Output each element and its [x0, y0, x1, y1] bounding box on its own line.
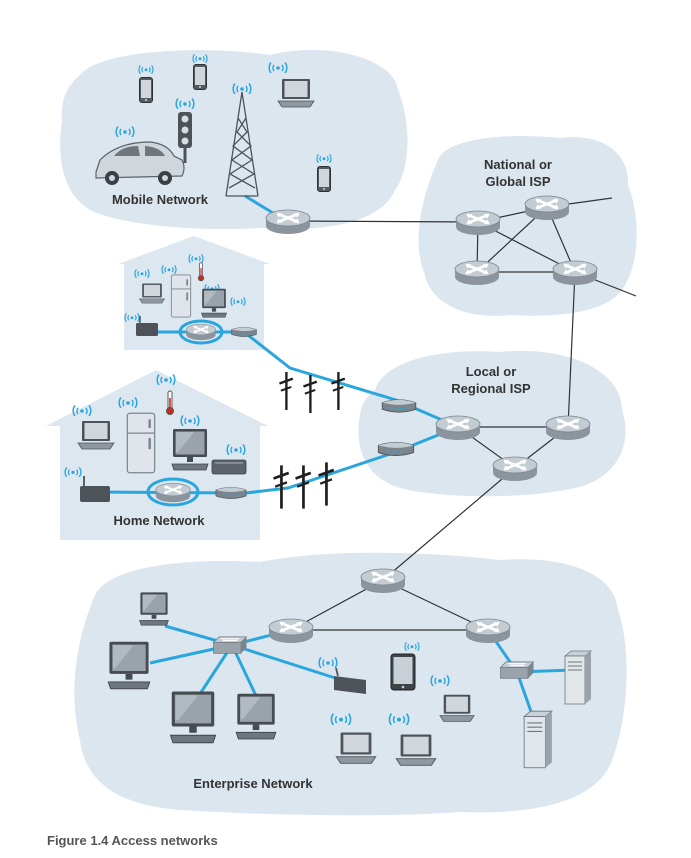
modem-icon — [231, 327, 257, 337]
utility-pole-icon — [331, 372, 346, 410]
router-icon — [267, 617, 315, 644]
phone-icon — [139, 77, 153, 103]
modem-icon — [80, 476, 110, 502]
home-router-highlight — [146, 477, 200, 507]
access-networks-diagram: Mobile Network National or Global ISP Lo… — [46, 49, 637, 816]
router-icon — [434, 414, 482, 441]
home-router-highlight — [178, 319, 224, 345]
regional-isp-label-line1: Local or — [466, 364, 517, 379]
router-icon — [464, 617, 512, 644]
router-icon — [523, 194, 571, 221]
monitor-icon — [201, 288, 227, 318]
refrigerator-icon — [170, 274, 192, 318]
car-icon — [95, 141, 185, 185]
home-network-label: Home Network — [113, 513, 205, 528]
modem-icon — [377, 441, 415, 457]
national-isp-label-line1: National or — [484, 157, 552, 172]
refrigerator-icon — [126, 412, 156, 474]
laptop-icon — [439, 694, 475, 722]
modem-icon — [211, 459, 247, 475]
router-icon — [544, 414, 592, 441]
router-icon — [154, 482, 192, 503]
utility-pole-icon — [295, 465, 312, 509]
mobile-network-label: Mobile Network — [112, 192, 209, 207]
router-icon — [359, 567, 407, 594]
switch-icon — [499, 661, 535, 679]
laptop-icon — [335, 732, 377, 764]
utility-pole-icon — [303, 375, 318, 413]
server-icon — [564, 650, 592, 705]
utility-pole-icon — [279, 372, 294, 410]
enterprise-network-label: Enterprise Network — [193, 776, 313, 791]
modem-icon — [136, 316, 158, 336]
router-icon — [454, 209, 502, 236]
router-icon — [491, 455, 539, 482]
monitor-icon — [107, 641, 151, 690]
phone-icon — [317, 166, 331, 192]
thermometer-icon — [166, 390, 174, 415]
modem-icon — [334, 667, 366, 694]
modem-icon — [381, 399, 417, 413]
national-isp-label-line2: Global ISP — [485, 174, 550, 189]
modem-icon — [215, 487, 247, 499]
monitor-icon — [235, 693, 277, 740]
router-icon — [551, 259, 599, 286]
laptop-icon — [139, 283, 165, 304]
tablet-icon — [390, 653, 416, 691]
laptop-icon — [277, 78, 315, 108]
regional-isp-cloud — [358, 350, 626, 497]
tower-icon — [225, 91, 259, 197]
utility-pole-icon — [318, 462, 335, 506]
laptop-icon — [395, 734, 437, 766]
phone-icon — [193, 64, 207, 90]
router-icon — [185, 323, 217, 341]
monitor-icon — [139, 592, 169, 626]
figure-caption: Figure 1.4 Access networks — [47, 833, 218, 848]
server-icon — [523, 710, 553, 769]
monitor-icon — [169, 690, 217, 744]
upper-house — [118, 236, 270, 350]
thermometer-icon — [197, 262, 205, 282]
regional-isp-label-line2: Regional ISP — [451, 381, 531, 396]
router-icon — [264, 208, 312, 235]
router-icon — [453, 259, 501, 286]
monitor-icon — [171, 428, 209, 471]
traffic-light-icon — [178, 112, 192, 163]
switch-icon — [212, 636, 248, 654]
laptop-icon — [77, 420, 115, 450]
